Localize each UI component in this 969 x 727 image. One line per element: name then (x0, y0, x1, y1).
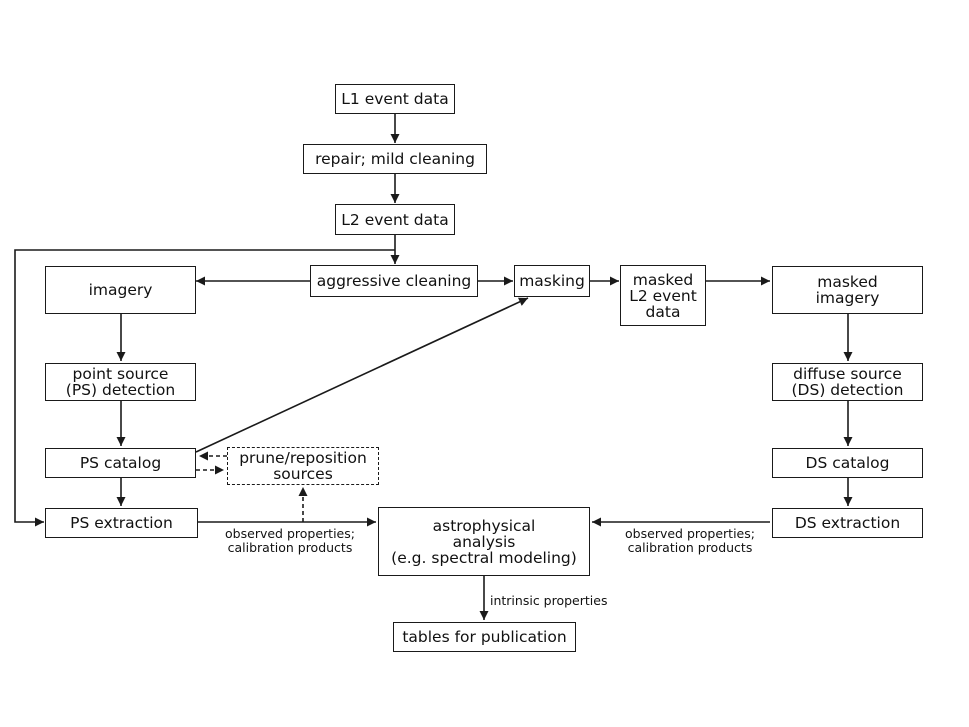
label-intrinsic-properties: intrinsic properties (490, 594, 630, 608)
text-line: (PS) detection (65, 381, 176, 399)
node-masking: masking (514, 265, 590, 297)
text-line: L2 event data (341, 210, 449, 229)
node-ps-extraction: PS extraction (45, 508, 198, 538)
text-line: aggressive cleaning (316, 272, 472, 290)
text-line: tables for publication (402, 628, 567, 646)
text-line: observed properties; (625, 526, 755, 541)
label-ps-observed-properties: observed properties;calibration products (210, 527, 370, 555)
node-ps-catalog: PS catalog (45, 448, 196, 478)
text-line: masking (519, 272, 585, 290)
label-ds-observed-properties: observed properties;calibration products (610, 527, 770, 555)
text-line: observed properties; (225, 526, 355, 541)
node-ds-catalog: DS catalog (772, 448, 923, 478)
arrow-l2-to-ps-extraction (14, 249, 395, 527)
text-line: L1 event data (341, 90, 449, 108)
text-line: imagery (815, 289, 880, 307)
text-line: masked (817, 273, 878, 291)
text-line: repair; mild cleaning (315, 150, 475, 168)
text-line: DS extraction (794, 514, 901, 532)
arrow-ps-catalog-to-masking (195, 297, 529, 453)
text-line: intrinsic properties (490, 593, 608, 608)
text-line: masked (632, 270, 694, 289)
text-line: point source (72, 365, 169, 383)
text-line: analysis (452, 532, 516, 551)
node-repair-mild-cleaning: repair; mild cleaning (303, 144, 487, 174)
text-line: imagery (88, 281, 153, 299)
node-l1-event-data: L1 event data (335, 84, 455, 114)
text-line: PS catalog (79, 454, 162, 472)
text-line: PS extraction (70, 514, 173, 532)
text-line: (DS) detection (791, 381, 904, 399)
text-line: calibration products (227, 540, 353, 555)
node-point-source-detection: point source(PS) detection (45, 363, 196, 401)
node-diffuse-source-detection: diffuse source(DS) detection (772, 363, 923, 401)
text-line: calibration products (627, 540, 753, 555)
node-tables-for-publication: tables for publication (393, 622, 576, 652)
text-line: sources (273, 465, 333, 483)
node-aggressive-cleaning: aggressive cleaning (310, 265, 478, 297)
node-imagery: imagery (45, 266, 196, 314)
text-line: diffuse source (793, 365, 902, 383)
text-line: L2 event (629, 286, 697, 305)
node-ds-extraction: DS extraction (772, 508, 923, 538)
text-line: (e.g. spectral modeling) (391, 548, 577, 567)
text-line: prune/reposition (239, 449, 367, 467)
node-l2-event-data: L2 event data (335, 204, 455, 235)
text-line: DS catalog (805, 454, 890, 472)
text-line: data (645, 302, 681, 321)
text-line: astrophysical (432, 516, 536, 535)
